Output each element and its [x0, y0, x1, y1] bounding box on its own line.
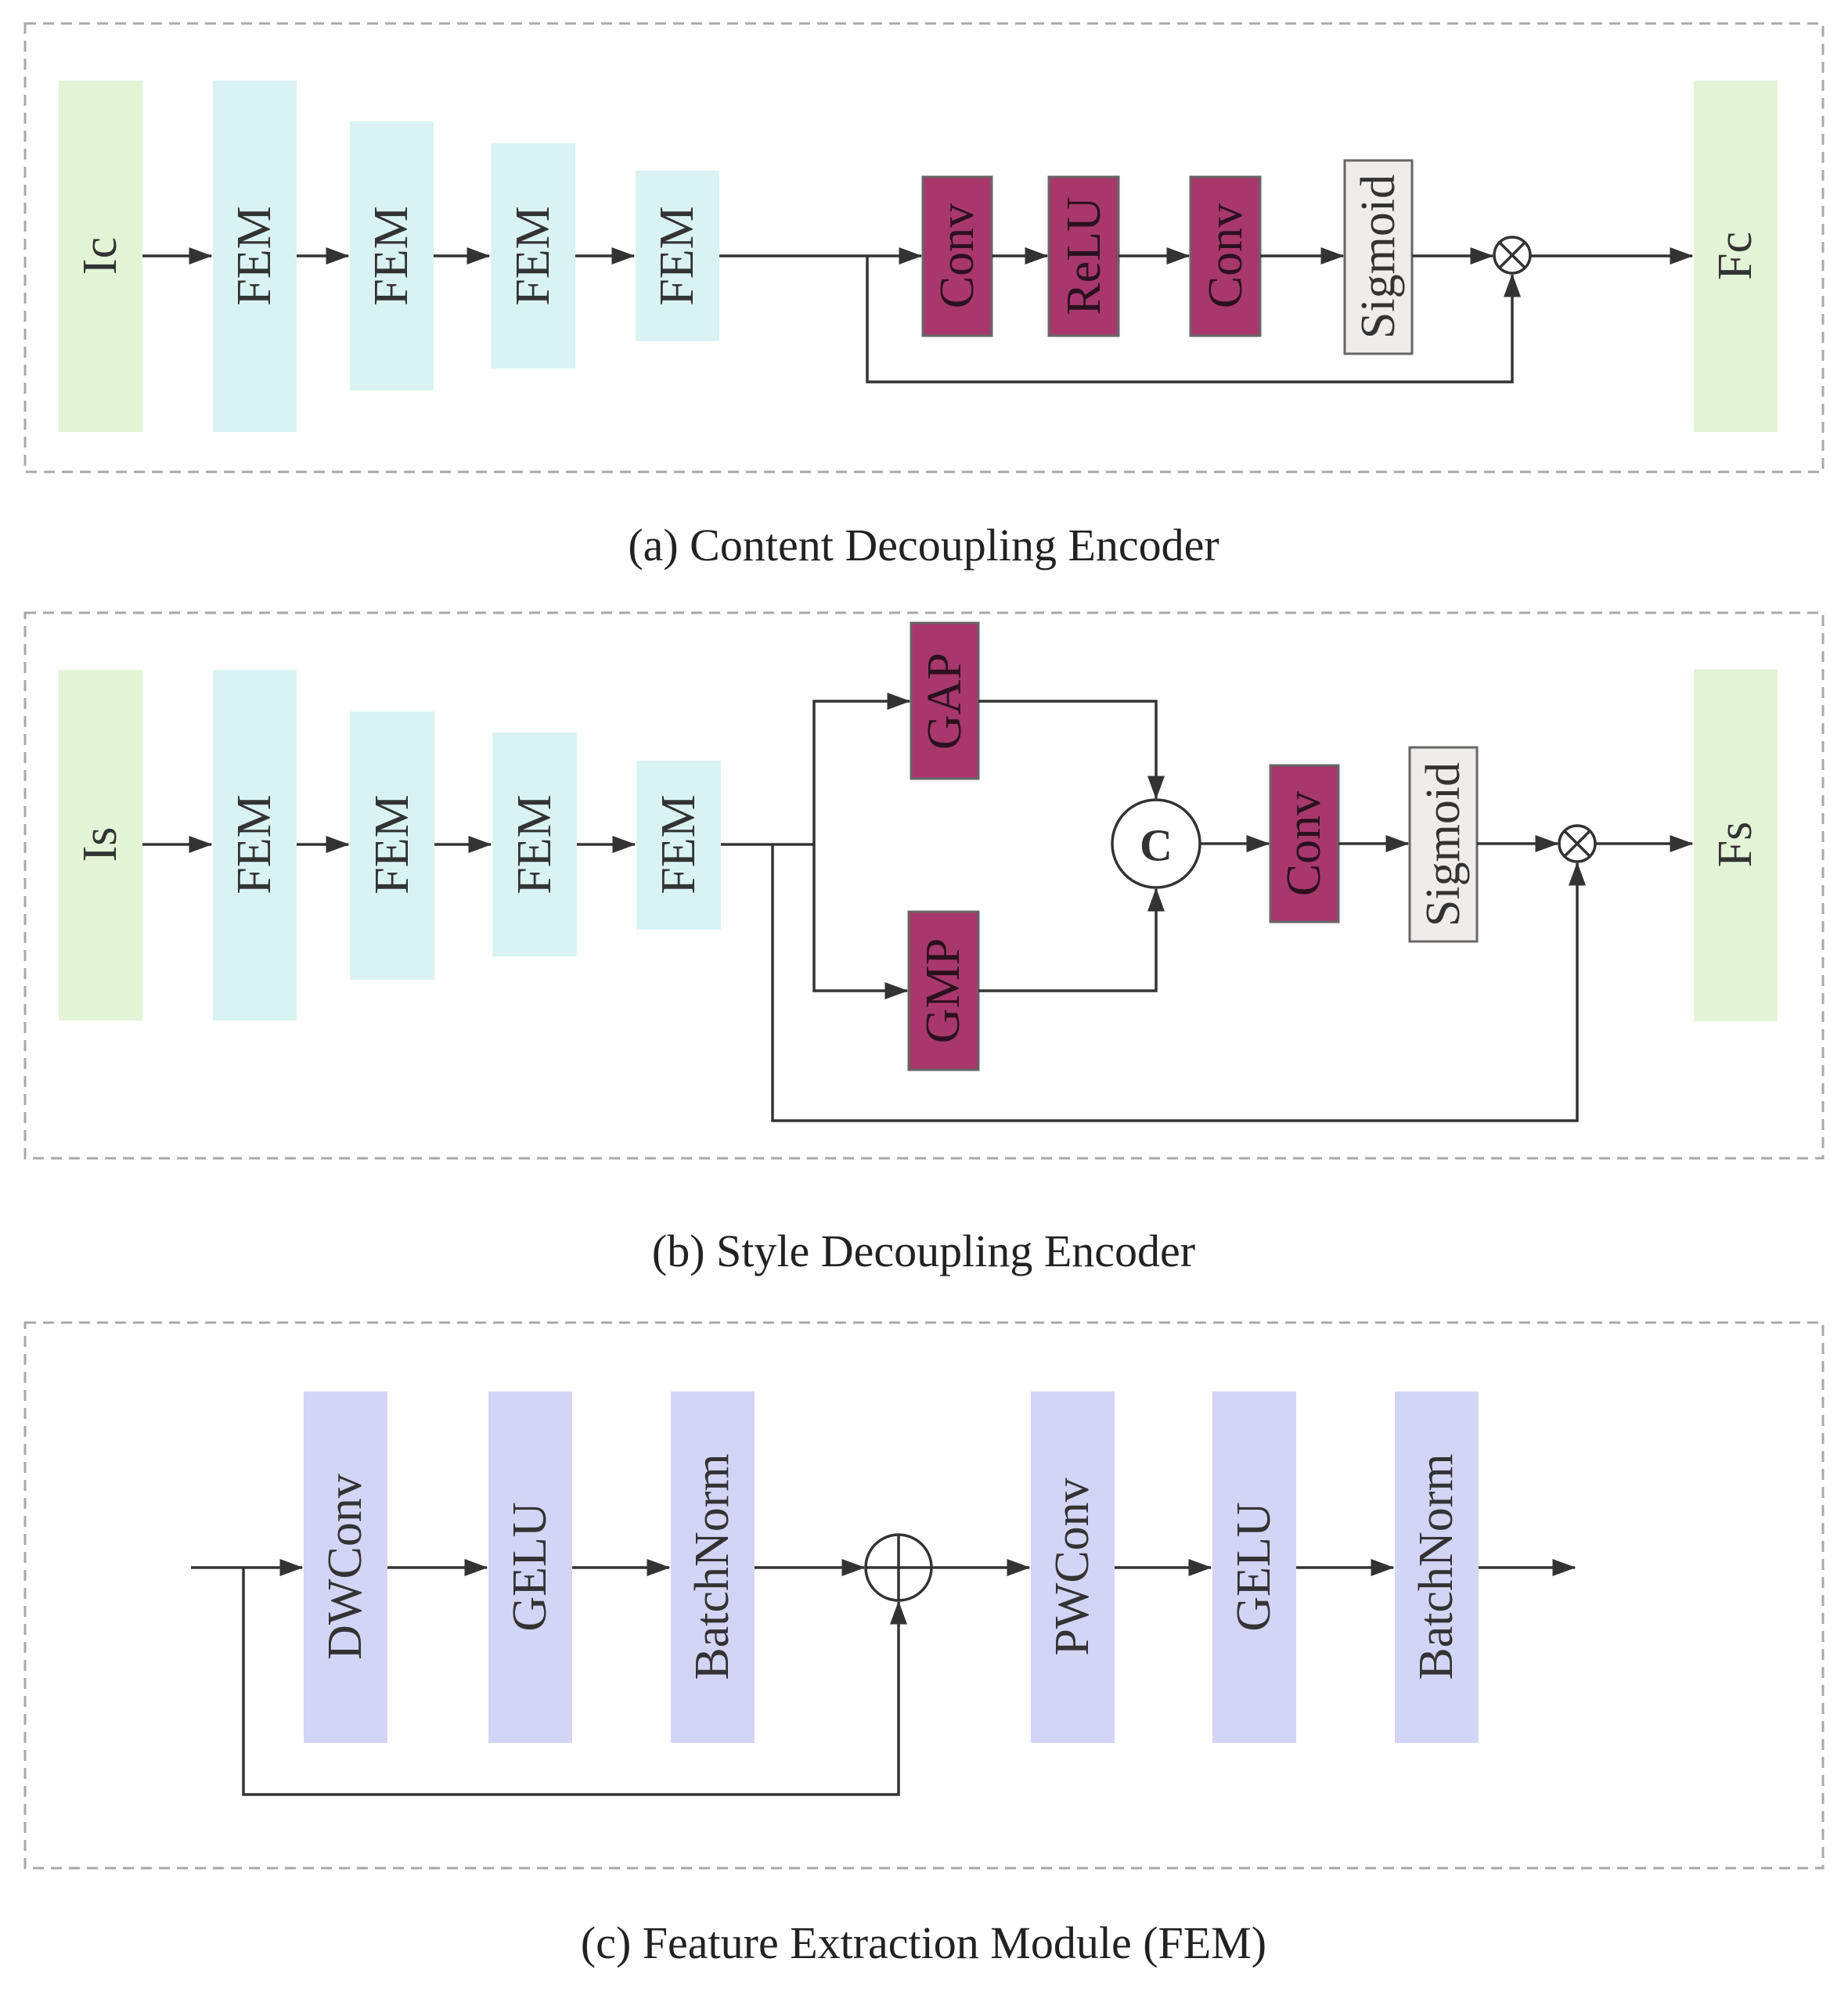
batchnorm-block-1: [671, 1391, 755, 1743]
output-fs-block: [1694, 669, 1778, 1021]
arrow-b-gmp-to-c: [978, 887, 1165, 992]
multiply-circle-icon: [1558, 824, 1597, 863]
batchnorm-label-1: BatchNorm: [686, 1453, 739, 1679]
batchnorm-label-2: BatchNorm: [1410, 1453, 1463, 1679]
conv-label-b: Conv: [1277, 791, 1331, 896]
panel-fem: DWConv GELU BatchNorm PWConv GELU BatchN…: [23, 1321, 1825, 1968]
panel-c-frame: [23, 1321, 1825, 1870]
gmp-block: [907, 910, 980, 1071]
panel-c-caption: (c) Feature Extraction Module (FEM): [581, 1917, 1266, 1968]
panel-b-connectors: [142, 693, 1694, 1122]
sigmoid-label-b: Sigmoid: [1417, 762, 1470, 927]
fem-block-a1: [213, 81, 297, 432]
fem-block-a2: [350, 121, 434, 391]
fem-block-b4: [636, 761, 721, 930]
fem-block-a4: [636, 171, 719, 341]
panel-a-caption: (a) Content Decoupling Encoder: [628, 520, 1219, 571]
arrow-b-to-gap: [812, 693, 911, 844]
fem-label-b1: FEM: [228, 794, 281, 894]
panel-a-frame: [23, 22, 1825, 473]
input-is-label: Is: [74, 827, 127, 862]
panel-content-encoder: Ic FEM FEM FEM FEM Conv ReLU Conv Sigmoi…: [23, 22, 1825, 571]
fem-label-a2: FEM: [365, 206, 418, 305]
dwconv-block: [304, 1391, 387, 1743]
gelu-block-2: [1212, 1391, 1296, 1743]
pwconv-block: [1031, 1391, 1115, 1743]
sigmoid-label-a: Sigmoid: [1352, 175, 1405, 339]
gelu-block-1: [488, 1391, 572, 1743]
input-ic-label: Ic: [74, 237, 127, 275]
batchnorm-block-2: [1395, 1391, 1479, 1743]
sigmoid-block-a: [1343, 159, 1414, 355]
fem-block-b2: [350, 711, 434, 980]
concat-label: C: [1140, 820, 1173, 871]
output-fs-label: Fs: [1709, 822, 1762, 868]
conv-block-b: [1269, 764, 1340, 923]
multiply-circle-icon: [1493, 236, 1532, 275]
arrow-b-gap-to-c: [978, 700, 1165, 800]
conv-block-a1: [921, 175, 993, 337]
fem-label-b4: FEM: [652, 794, 705, 894]
pwconv-label: PWConv: [1046, 1478, 1099, 1655]
panel-c-connectors: [191, 1559, 1576, 1796]
fem-label-a3: FEM: [506, 206, 560, 305]
panel-b-caption: (b) Style Decoupling Encoder: [652, 1226, 1195, 1276]
skip-arrow-b: [771, 844, 1586, 1122]
fem-block-b1: [213, 670, 297, 1021]
panel-style-encoder: Is FEM FEM FEM FEM GAP GMP C Conv Sigmoi…: [23, 611, 1825, 1276]
gmp-label: GMP: [917, 938, 970, 1043]
panel-a-connectors: [142, 247, 1694, 383]
gelu-label-1: GELU: [503, 1502, 557, 1631]
arrow-b-to-gmp: [812, 844, 909, 999]
add-circle-icon: [864, 1533, 933, 1602]
conv-label-a1: Conv: [931, 203, 984, 308]
conv-block-a2: [1189, 175, 1262, 337]
fem-label-a4: FEM: [650, 206, 704, 305]
fem-label-b2: FEM: [366, 794, 419, 894]
skip-arrow-c: [242, 1568, 907, 1796]
relu-block-a: [1047, 175, 1120, 337]
fem-block-a3: [491, 143, 575, 369]
fem-block-b3: [492, 733, 577, 956]
relu-label-a: ReLU: [1057, 196, 1111, 315]
input-ic-block: [59, 81, 142, 432]
output-fc-block: [1694, 81, 1778, 432]
gelu-label-2: GELU: [1227, 1502, 1281, 1631]
conv-label-a2: Conv: [1199, 203, 1252, 308]
output-fc-label: Fc: [1709, 232, 1762, 280]
gap-block: [910, 621, 980, 780]
fem-label-b3: FEM: [508, 794, 561, 894]
fem-label-a1: FEM: [228, 206, 281, 305]
dwconv-label: DWConv: [319, 1474, 372, 1660]
skip-arrow-a: [866, 256, 1521, 383]
panel-b-frame: [23, 611, 1825, 1160]
input-is-block: [59, 670, 142, 1021]
gap-label: GAP: [918, 653, 971, 750]
